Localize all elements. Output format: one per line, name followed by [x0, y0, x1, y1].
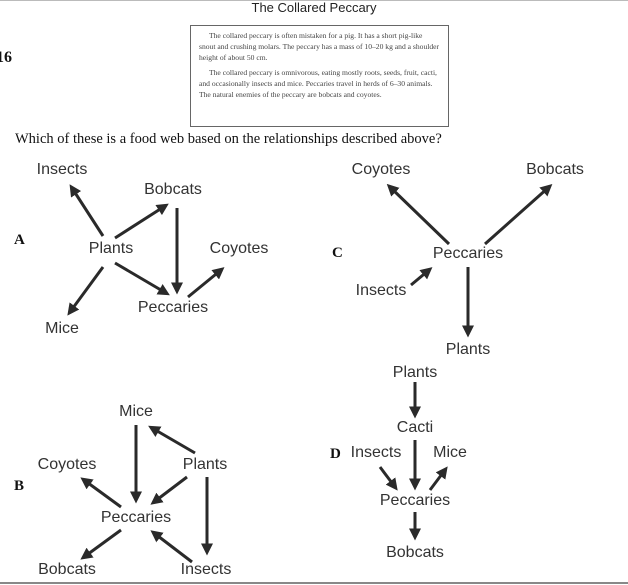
option-b-label[interactable]: B: [14, 478, 25, 494]
node-cacti: Cacti: [396, 419, 434, 436]
node-bobcats: Bobcats: [144, 181, 202, 198]
node-plants: Plants: [88, 240, 134, 257]
node-insects: Insects: [36, 161, 88, 178]
top-divider: [0, 0, 628, 1]
node-mice: Mice: [119, 403, 153, 420]
option-a-label[interactable]: A: [14, 232, 25, 248]
node-mice: Mice: [433, 444, 467, 461]
option-b-arrows: [80, 425, 213, 564]
option-a-arrows: [67, 184, 225, 316]
passage-paragraph: The collared peccary is omnivorous, eati…: [199, 68, 437, 99]
node-coyotes: Coyotes: [351, 161, 411, 178]
node-peccaries: Peccaries: [379, 492, 451, 509]
node-insects: Insects: [355, 282, 407, 299]
option-d-label[interactable]: D: [330, 446, 341, 462]
question-text: Which of these is a food web based on th…: [15, 131, 442, 147]
passage-title: The Collared Peccary: [251, 0, 377, 15]
passage-box: The collared peccary is often mistaken f…: [190, 25, 449, 127]
node-plants: Plants: [392, 364, 438, 381]
node-plants: Plants: [445, 341, 491, 358]
node-peccaries: Peccaries: [100, 509, 172, 526]
passage-paragraph: The collared peccary is often mistaken f…: [199, 31, 440, 62]
node-mice: Mice: [45, 320, 79, 337]
node-insects: Insects: [350, 444, 402, 461]
question-number: 16: [0, 49, 12, 66]
node-bobcats: Bobcats: [526, 161, 584, 178]
option-d-arrows: [378, 382, 448, 541]
bottom-divider: [0, 582, 628, 584]
node-plants: Plants: [182, 456, 228, 473]
node-coyotes: Coyotes: [209, 240, 269, 257]
node-peccaries: Peccaries: [137, 299, 209, 316]
node-bobcats: Bobcats: [38, 561, 96, 578]
option-c-arrows: [386, 183, 553, 338]
option-c-label[interactable]: C: [332, 245, 343, 261]
node-bobcats: Bobcats: [386, 544, 444, 561]
node-insects: Insects: [180, 561, 232, 578]
node-coyotes: Coyotes: [37, 456, 97, 473]
node-peccaries: Peccaries: [432, 245, 504, 262]
